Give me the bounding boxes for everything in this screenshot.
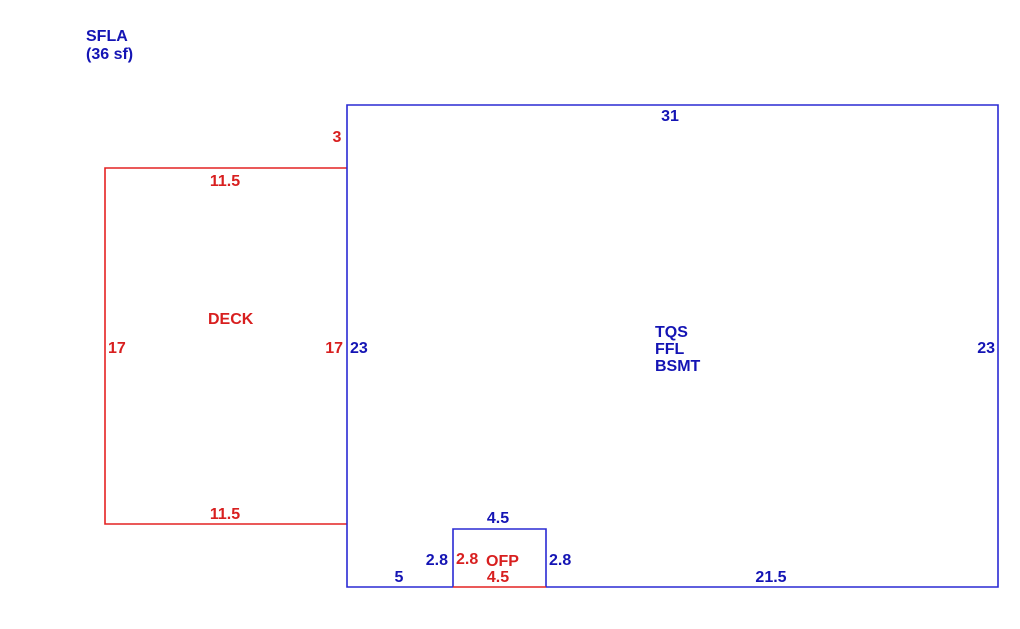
legend-title: SFLA — [86, 28, 128, 45]
main-top-dimension: 31 — [661, 108, 679, 125]
porch-right-dimension: 2.8 — [549, 552, 571, 569]
main-bottom-left-dimension: 5 — [395, 569, 404, 586]
porch-label: OFP — [486, 553, 519, 570]
porch-left-outer-dimension: 2.8 — [426, 552, 448, 569]
main-left-dimension: 23 — [350, 340, 368, 357]
porch-bottom-dimension: 4.5 — [487, 569, 509, 586]
deck-outline — [104, 167, 347, 525]
deck-bottom-dimension: 11.5 — [210, 506, 240, 523]
main-label-bsmt: BSMT — [655, 358, 701, 375]
deck-label: DECK — [208, 311, 254, 328]
porch-top-dimension: 4.5 — [487, 510, 509, 527]
deck-offset-dimension: 3 — [333, 129, 342, 146]
main-right-dimension: 23 — [977, 340, 995, 357]
deck-right-dimension: 17 — [325, 340, 343, 357]
deck-left-dimension: 17 — [108, 340, 126, 357]
main-bottom-right-dimension: 21.5 — [755, 569, 786, 586]
porch-left-inner-dimension: 2.8 — [456, 551, 478, 568]
legend-area: (36 sf) — [86, 46, 133, 63]
main-label-ffl: FFL — [655, 341, 685, 358]
main-label-tqs: TQS — [655, 324, 688, 341]
porch-outline — [452, 528, 547, 587]
main-area-outline — [346, 104, 999, 588]
deck-top-dimension: 11.5 — [210, 173, 240, 190]
